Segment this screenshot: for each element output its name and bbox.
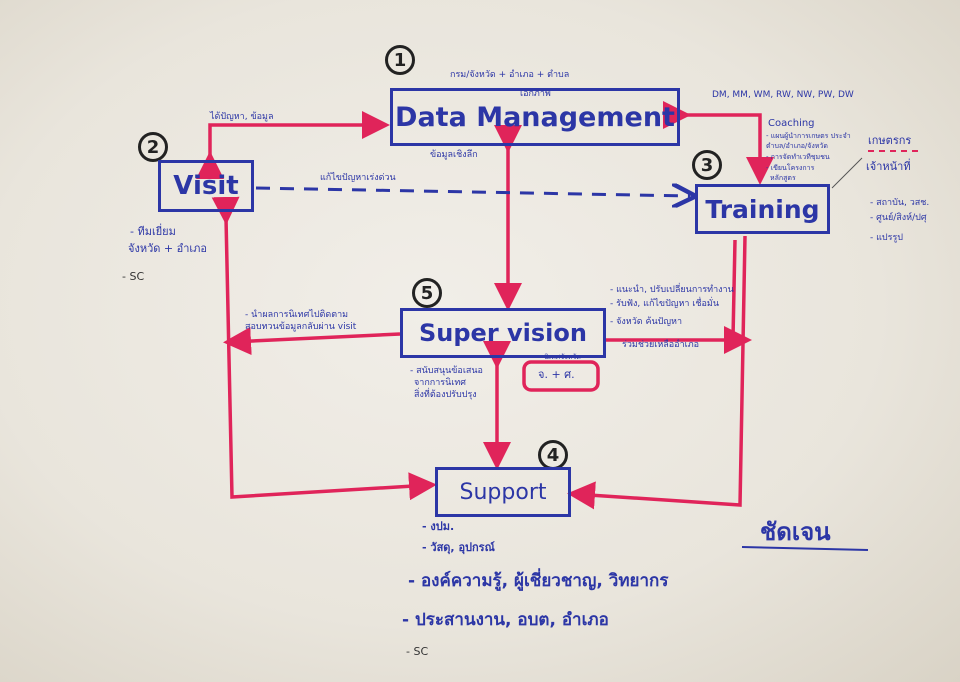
training-box: Training [695, 184, 830, 234]
supervision-team-box: จ. + ศ. [538, 368, 575, 381]
coaching-item: หลักสูตร [770, 174, 796, 182]
coaching-item: - เขียนโครงการ [766, 164, 815, 172]
visit-box: Visit [158, 160, 254, 212]
training-target-note: - ศูนย์/สิงห์/ปศุ [870, 213, 927, 223]
step-5-badge: 5 [412, 278, 442, 308]
data-management-box: Data Management [390, 88, 680, 146]
training-target-note: - แปรรูป [870, 233, 904, 243]
arrow-visit-to-support [211, 196, 437, 501]
supervision-bottom-note: จากการนิเทศ [414, 378, 466, 388]
step-1-badge: 1 [385, 45, 415, 75]
coaching-item: - การจัดทำเวทีชุมชน [766, 153, 830, 161]
target-leader-line [831, 157, 863, 189]
training-target-note: - สถาบัน, วสช. [870, 198, 930, 208]
supervision-team-label: นิเทศจังหวัด [544, 353, 581, 361]
supervision-bottom-note: สิ่งที่ต้องปรับปรุง [414, 390, 477, 400]
supervision-left-note: สอบทวนข้อมูลกลับผ่าน visit [245, 322, 357, 332]
support-note: - ประสานงาน, อบต, อำเภอ [402, 610, 609, 630]
supervision-right-note: - จังหวัด ค้นปัญหา [610, 317, 683, 327]
data-bottom-note: ข้อมูลเชิงลึก [430, 150, 478, 160]
supervision-right-note: ร่วมช่วยเหลืออำเภอ [622, 340, 700, 350]
visit-arrow-note: ได้ปัญหา, ข้อมูล [210, 112, 274, 122]
supervision-box: Super vision [400, 308, 606, 358]
arrow-visit-to-data [196, 111, 390, 179]
support-note: - SC [406, 645, 429, 658]
supervision-left-note: - นำผลการนิเทศไปติดตาม [245, 310, 349, 320]
supervision-right-note: - แนะนำ, ปรับเปลี่ยนการทำงาน [610, 285, 734, 295]
training-target: เกษตรกร [868, 134, 912, 147]
data-unity-note: เอกภาพ [520, 89, 551, 99]
team-box-outline [522, 360, 600, 392]
support-note: - วัสดุ, อุปกรณ์ [422, 541, 495, 554]
support-box: Support [435, 467, 571, 517]
coaching-item: Coaching [768, 118, 815, 129]
support-note: - องค์ความรู้, ผู้เชี่ยวชาญ, วิทยากร [408, 571, 669, 591]
step-2-badge: 2 [138, 132, 168, 162]
supervision-bottom-note: - สนับสนุนข้อเสนอ [410, 366, 483, 376]
supervision-right-note: - รับฟัง, แก้ไขปัญหา เชื่อมั่น [610, 299, 719, 309]
dashed-arrow-visit-training [255, 188, 690, 196]
visit-dashed-note: แก้ไขปัญหาเร่งด่วน [320, 173, 396, 183]
arrow-supervision-to-visit [223, 327, 401, 355]
step-4-badge: 4 [538, 440, 568, 470]
visit-note: - ทีมเยี่ยม [130, 225, 176, 238]
coaching-item: - แผนผู้นำการเกษตร ประจำตำบล/อำเภอ/จังหว… [766, 132, 851, 150]
conclusion-text: ชัดเจน [760, 518, 831, 546]
training-codes: DM, MM, WM, RW, NW, PW, DW [712, 90, 854, 100]
arrow-training-down [731, 239, 737, 339]
training-target: เจ้าหน้าที่ [866, 160, 911, 173]
visit-note: จังหวัด + อำเภอ [128, 242, 207, 255]
conclusion-underline [741, 546, 869, 551]
arrow-training-to-support [567, 235, 747, 510]
visit-note: - SC [122, 270, 145, 283]
support-note: - งปม. [422, 520, 455, 533]
data-top-note: กรม/จังหวัด + อำเภอ + ตำบล [450, 70, 570, 80]
arrow-data-to-training [663, 101, 774, 185]
step-3-badge: 3 [692, 150, 722, 180]
